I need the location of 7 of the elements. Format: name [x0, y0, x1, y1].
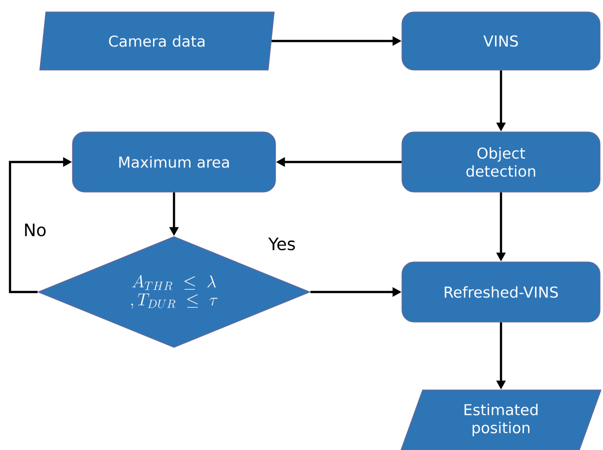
- edge-label: No: [25, 224, 46, 236]
- process-box: Maximum area: [72, 132, 276, 192]
- io-parallelogram: Camera data: [39, 12, 275, 70]
- process-box: Object detection: [402, 132, 600, 192]
- edge-label: Yes: [268, 238, 295, 250]
- process-box: Refreshed-VINS: [402, 262, 600, 322]
- process-box: VINS: [402, 12, 600, 70]
